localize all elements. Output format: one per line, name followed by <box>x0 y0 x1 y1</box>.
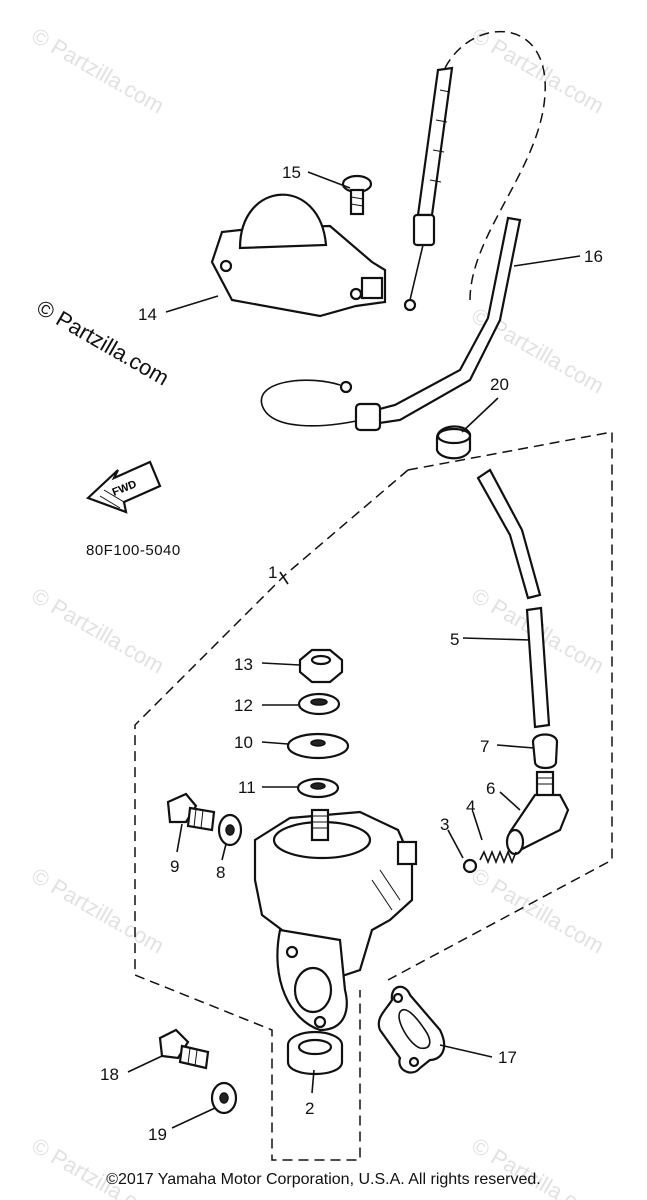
watermark: © Partzilla.com <box>468 1133 609 1200</box>
nut-13 <box>298 648 344 684</box>
seal-2 <box>286 1030 344 1076</box>
pump-body <box>253 808 418 1032</box>
callout-19: 19 <box>148 1125 167 1144</box>
callout-16: 16 <box>584 247 603 266</box>
washer-11 <box>296 777 340 799</box>
leader-lines <box>127 171 581 1129</box>
callout-20: 20 <box>490 375 509 394</box>
callout-14: 14 <box>138 305 157 324</box>
watermark: © Partzilla.com <box>28 583 169 679</box>
callout-7: 7 <box>480 737 489 756</box>
callout-1: 1 <box>268 563 277 582</box>
callout-9: 9 <box>170 857 179 876</box>
elbow-6 <box>505 770 570 856</box>
callout-18: 18 <box>100 1065 119 1084</box>
callout-17: 17 <box>498 1048 517 1067</box>
callout-2: 2 <box>305 1099 314 1118</box>
cable-loop <box>444 30 546 301</box>
callout-6: 6 <box>486 779 495 798</box>
diagram-code: 80F100-5040 <box>86 542 181 559</box>
callout-3: 3 <box>440 815 449 834</box>
spring-4 <box>479 849 517 865</box>
callout-5: 5 <box>450 630 459 649</box>
watermark: © Partzilla.com <box>28 863 169 959</box>
bolt-9 <box>166 792 216 832</box>
callout-labels: 1 2 3 4 5 6 7 8 9 10 11 12 13 14 15 16 1… <box>100 163 603 1144</box>
callout-10: 10 <box>234 733 253 752</box>
control-cable <box>403 66 454 312</box>
fwd-arrow-icon: FWD <box>85 460 162 514</box>
copyright-notice: ©2017 Yamaha Motor Corporation, U.S.A. A… <box>106 1171 541 1188</box>
callout-11: 11 <box>238 778 256 797</box>
hose-5 <box>525 606 551 729</box>
callout-8: 8 <box>216 863 225 882</box>
assembly-outline <box>134 431 613 1161</box>
washer-12 <box>297 692 341 716</box>
bolt-18 <box>158 1028 210 1070</box>
gasket-17 <box>377 985 446 1074</box>
collar-20 <box>435 425 472 460</box>
screw-15 <box>341 174 373 216</box>
callout-13: 13 <box>234 655 253 674</box>
hose-16 <box>260 216 522 432</box>
callout-4: 4 <box>466 797 475 816</box>
washer-19 <box>210 1081 238 1115</box>
washer-10 <box>286 732 350 760</box>
clip-7 <box>531 733 559 770</box>
washer-8 <box>217 813 243 847</box>
tube-upper <box>476 468 542 600</box>
callout-12: 12 <box>234 696 253 715</box>
cover-14 <box>210 193 387 318</box>
ball-3 <box>462 858 478 874</box>
watermark: © Partzilla.com <box>468 863 609 959</box>
watermark: © Partzilla.com <box>28 23 169 119</box>
watermark: © Partzilla.com <box>468 23 609 119</box>
callout-15: 15 <box>282 163 301 182</box>
